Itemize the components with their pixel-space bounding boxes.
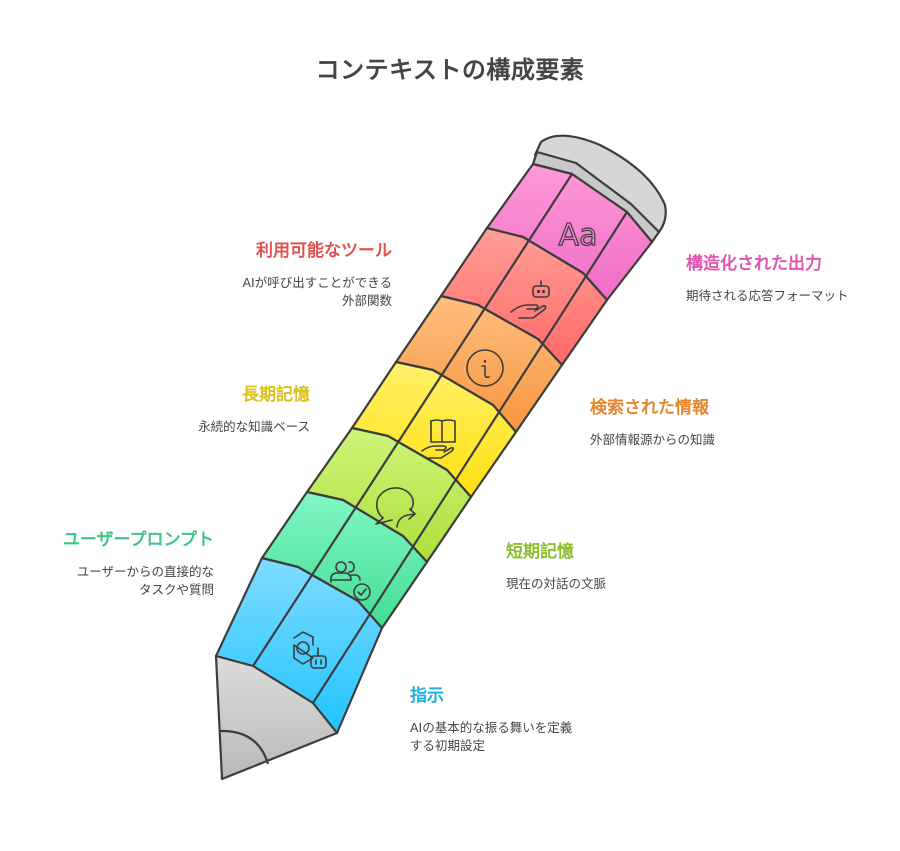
label-description: 永続的な知識ベース	[198, 419, 310, 434]
label-title: 短期記憶	[506, 542, 574, 562]
book-hand-icon	[421, 419, 456, 459]
info-icon	[466, 349, 504, 387]
label-title: ユーザープロンプト	[62, 530, 214, 550]
label-title: 利用可能なツール	[256, 241, 392, 261]
robot-hand-icon	[510, 280, 550, 319]
label-description: 期待される応答フォーマット	[686, 288, 849, 303]
label-title: 検索された情報	[590, 398, 709, 418]
chat-bubbles-icon	[375, 487, 416, 528]
label-description: ユーザーからの直接的な タスクや質問	[76, 564, 214, 597]
label-user-prompt: ユーザープロンプト ユーザーからの直接的な タスクや質問	[63, 529, 214, 599]
label-title: 構造化された出力	[686, 254, 822, 274]
label-description: AIの基本的な振る舞いを定義 する初期設定	[410, 720, 573, 753]
facet-line-left	[252, 173, 573, 667]
users-check-icon	[330, 561, 371, 601]
label-retrieved-info: 検索された情報 外部情報源からの知識	[590, 397, 715, 449]
gear-bot-icon	[293, 631, 327, 669]
facet-line-right	[312, 211, 628, 704]
label-structured-output: 構造化された出力 期待される応答フォーマット	[686, 253, 849, 305]
label-title: 長期記憶	[242, 385, 310, 405]
label-description: 外部情報源からの知識	[590, 432, 716, 447]
label-available-tools: 利用可能なツール AIが呼び出すことができる 外部関数	[243, 240, 393, 310]
pencil-lead-arc	[219, 729, 270, 765]
label-description: AIが呼び出すことができる 外部関数	[242, 275, 393, 308]
diagram-title: コンテキストの構成要素	[315, 56, 585, 84]
label-short-term-memory: 短期記憶 現在の対話の文脈	[506, 541, 606, 593]
label-description: 現在の対話の文脈	[506, 576, 607, 591]
text-format-icon: Aa	[559, 218, 598, 253]
label-title: 指示	[410, 686, 444, 706]
label-long-term-memory: 長期記憶 永続的な知識ベース	[198, 384, 310, 436]
label-instructions: 指示 AIの基本的な振る舞いを定義 する初期設定	[410, 685, 572, 755]
pencil-tip	[214, 654, 339, 781]
